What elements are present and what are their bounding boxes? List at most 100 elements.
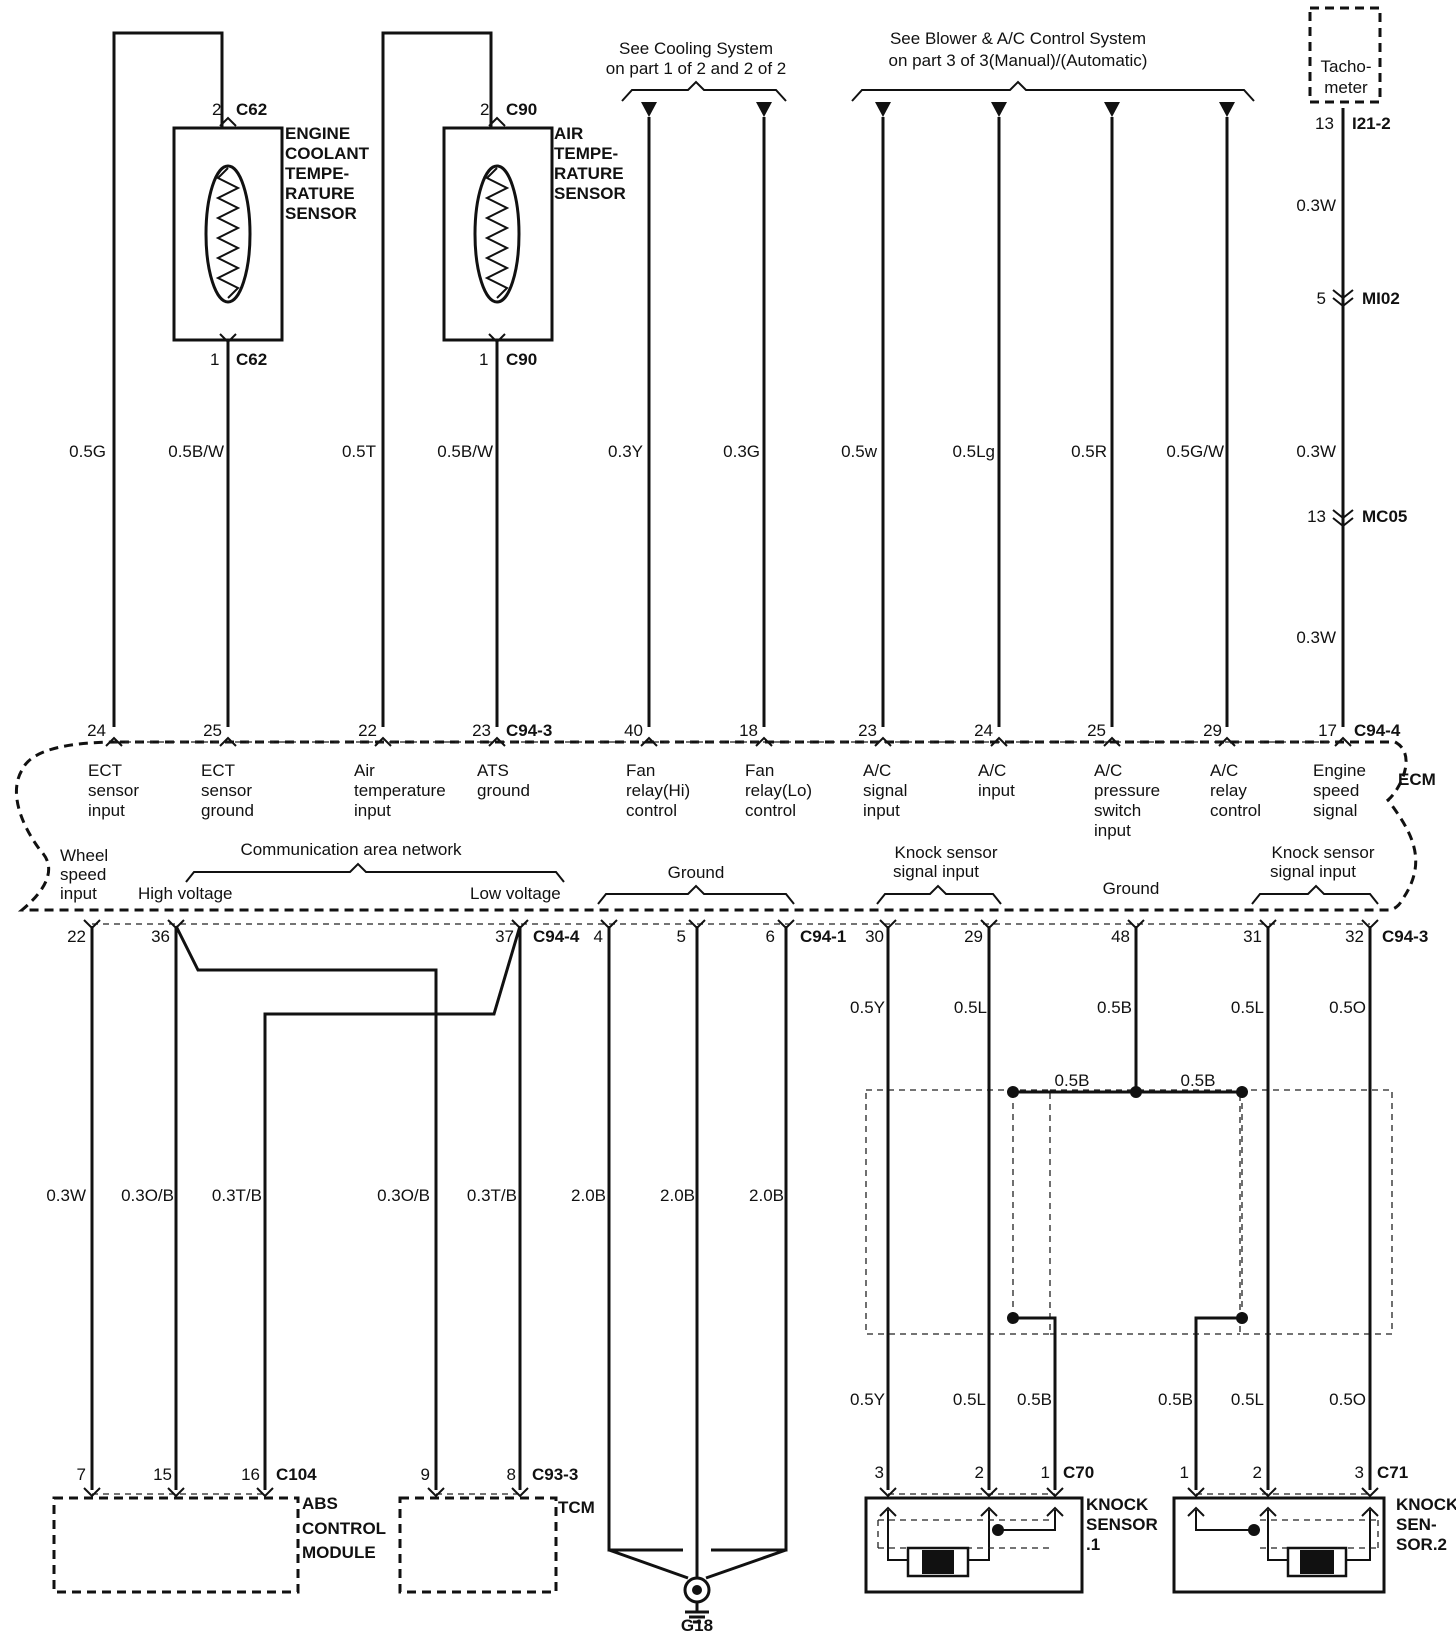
wire-label: 0.5T	[342, 442, 376, 461]
top-wire-labels: 0.5G 0.5B/W 0.5T 0.5B/W 0.3Y 0.3G 0.5w 0…	[69, 442, 1224, 461]
top-wires	[112, 31, 1345, 727]
wire-label: 0.3W	[46, 1186, 86, 1205]
pin: 1	[1180, 1463, 1189, 1482]
pin: 22	[358, 721, 377, 740]
ecm-fn: control	[1210, 801, 1261, 820]
pin: 18	[739, 721, 758, 740]
c90-top-connector: C90	[506, 100, 537, 119]
knock-1-label-1: Knock sensor	[895, 843, 998, 862]
low-voltage-label: Low voltage	[470, 884, 561, 903]
wire-label: 0.3O/B	[377, 1186, 430, 1205]
air-sensor-name-3: RATURE	[554, 164, 624, 183]
pin: 37	[495, 927, 514, 946]
pin: 2	[1253, 1463, 1262, 1482]
knock-shield-boxes	[865, 1089, 1393, 1335]
mc05-connector: MC05	[1362, 507, 1407, 526]
pin: 48	[1111, 927, 1130, 946]
wire-label: 0.5G/W	[1166, 442, 1224, 461]
bottom-left-wires	[90, 925, 788, 1580]
ecm-bottom-pins: 22 36 37 C94-4 4 5 6 C94-1 30 29 48 31 3…	[67, 927, 1428, 946]
pin: 8	[507, 1465, 516, 1484]
ecm-fn: input	[354, 801, 391, 820]
knock-1-name-2: SENSOR	[1086, 1515, 1158, 1534]
abs-name-1: ABS	[302, 1494, 338, 1513]
ecm-fn: speed	[60, 865, 106, 884]
knock-2-name-1: KNOCK	[1396, 1495, 1456, 1514]
wire-label: 2.0B	[749, 1186, 784, 1205]
pin: 22	[67, 927, 86, 946]
pin: 5	[677, 927, 686, 946]
tachometer: Tacho- meter 13 I21-2 0.3W 5 MI02 0.3W 1…	[1296, 6, 1407, 647]
ecm-top-pins: 24 25 22 23 C94-3 40 18 23 24 25 29 17 C…	[87, 721, 1401, 740]
i21-2-connector: I21-2	[1352, 114, 1391, 133]
c62-bottom-pin: 1	[210, 350, 219, 369]
ecm-fn: Fan	[626, 761, 655, 780]
wire-label: 0.5B	[1097, 998, 1132, 1017]
sensor-chevrons	[219, 116, 1354, 528]
pin: 30	[865, 927, 884, 946]
ecm-fn: sensor	[88, 781, 139, 800]
wire-label: 0.5L	[953, 1390, 986, 1409]
abs-control-module: 7 15 16 C104 ABS CONTROL MODULE	[52, 1465, 386, 1594]
wire-label: 0.5B	[1158, 1390, 1193, 1409]
ecm-fn: relay	[1210, 781, 1247, 800]
knock-ground-label: Ground	[1103, 879, 1160, 898]
c70-connector: C70	[1063, 1463, 1094, 1482]
tach-wire-mid: 0.3W	[1296, 442, 1336, 461]
c71-connector: C71	[1377, 1463, 1408, 1482]
ect-sensor-name-4: RATURE	[285, 184, 355, 203]
ect-sensor-name-3: TEMPE-	[285, 164, 349, 183]
wire-label: 0.5Y	[850, 998, 885, 1017]
wire-label: 0.3T/B	[467, 1186, 517, 1205]
ecm-fn: Fan	[745, 761, 774, 780]
ecm-fn: control	[745, 801, 796, 820]
wire-label: 0.5R	[1071, 442, 1107, 461]
ecm-fn: ECT	[201, 761, 235, 780]
cooling-reference: See Cooling System on part 1 of 2 and 2 …	[606, 39, 787, 102]
pin: 29	[1203, 721, 1222, 740]
ground-label: Ground	[668, 863, 725, 882]
ect-sensor: ENGINE COOLANT TEMPE- RATURE SENSOR 2 C6…	[172, 100, 370, 369]
knock-1-name-1: KNOCK	[1086, 1495, 1149, 1514]
ecm-fn: A/C	[1210, 761, 1238, 780]
knock-wire-labels: 0.5Y 0.5L 0.5B 0.5L 0.5O 0.5B 0.5B 0.5Y …	[850, 998, 1366, 1409]
ecm-fn: temperature	[354, 781, 446, 800]
pin: 6	[766, 927, 775, 946]
c62-top-connector: C62	[236, 100, 267, 119]
c94-3-top-connector: C94-3	[506, 721, 552, 740]
ecm-fn: input	[88, 801, 125, 820]
ecm-fn: ground	[477, 781, 530, 800]
pin: 23	[858, 721, 877, 740]
pin: 7	[77, 1465, 86, 1484]
knock-2-name-2: SEN-	[1396, 1515, 1437, 1534]
ecm-outline: ECM	[14, 740, 1436, 912]
knock-1-label-2: signal input	[893, 862, 979, 881]
tach-pin: 13	[1315, 114, 1334, 133]
ecm-fn: signal	[863, 781, 907, 800]
ecm-fn: input	[978, 781, 1015, 800]
pin: 24	[974, 721, 993, 740]
c90-bottom-connector: C90	[506, 350, 537, 369]
knock-2-label-2: signal input	[1270, 862, 1356, 881]
wire-label: 0.5L	[1231, 998, 1264, 1017]
ecm-top-chevrons	[105, 736, 1352, 747]
c94-1-connector: C94-1	[800, 927, 846, 946]
pin: 4	[594, 927, 603, 946]
pin: 25	[1087, 721, 1106, 740]
ecm-fn: input	[863, 801, 900, 820]
tach-wire-lower: 0.3W	[1296, 628, 1336, 647]
wire-label: 0.5Lg	[952, 442, 995, 461]
wire-label: 0.5w	[841, 442, 878, 461]
c62-top-pin: 2	[212, 100, 221, 119]
air-sensor-name-2: TEMPE-	[554, 144, 618, 163]
ecm-fn: speed	[1313, 781, 1359, 800]
knock-2-label-1: Knock sensor	[1272, 843, 1375, 862]
cooling-ref-line-2: on part 1 of 2 and 2 of 2	[606, 59, 787, 78]
wire-label: 0.5O	[1329, 998, 1366, 1017]
pin: 3	[875, 1463, 884, 1482]
knock-1-name-3: .1	[1086, 1535, 1100, 1554]
wire-label: 2.0B	[571, 1186, 606, 1205]
mi02-connector: MI02	[1362, 289, 1400, 308]
ecm-fn: A/C	[1094, 761, 1122, 780]
